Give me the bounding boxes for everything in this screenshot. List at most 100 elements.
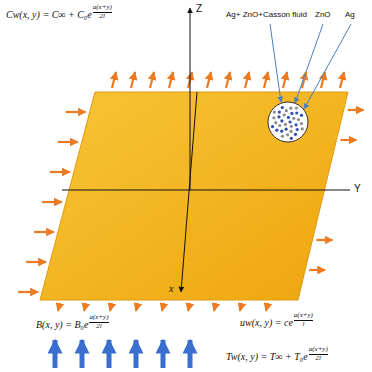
flow-arrow xyxy=(131,72,135,88)
nanoparticle xyxy=(287,116,290,119)
nanoparticle xyxy=(272,116,275,119)
flow-arrow xyxy=(18,291,38,293)
magnetic-field-arrow xyxy=(53,340,58,368)
magnetic-field-arrow xyxy=(188,340,193,368)
nanoparticle xyxy=(280,119,283,122)
exponent-numerator: a(x+y) xyxy=(309,346,328,355)
callout-label: Ag+ ZnO+Casson fluid xyxy=(226,11,307,19)
flow-arrow xyxy=(136,303,138,311)
x-axis xyxy=(181,92,197,292)
flow-arrow xyxy=(348,109,364,111)
flow-arrow xyxy=(26,261,46,263)
flow-arrow xyxy=(240,303,242,311)
flow-arrow xyxy=(110,303,112,311)
flow-arrow xyxy=(226,72,230,88)
callout-label: ZnO xyxy=(315,11,331,19)
leader-line xyxy=(295,24,323,103)
nanoparticle xyxy=(275,129,278,132)
stretching-sheet xyxy=(40,92,348,300)
magnetic-field-arrow xyxy=(134,340,139,368)
exponent-denominator: 2l xyxy=(100,13,105,20)
nanoparticle xyxy=(283,113,286,116)
nanoparticle xyxy=(280,130,283,133)
flow-arrow xyxy=(150,72,154,88)
flow-arrow xyxy=(112,72,116,88)
nanoparticle xyxy=(284,123,287,126)
nanoparticle-inset xyxy=(268,102,308,142)
flow-arrow xyxy=(84,303,86,311)
nanoparticle xyxy=(301,127,304,130)
nanoparticle xyxy=(274,121,277,124)
nanoparticle xyxy=(290,112,293,115)
nanoparticle xyxy=(288,120,291,123)
magnetic-field-arrow xyxy=(80,340,85,368)
axis-label: Y xyxy=(354,184,361,194)
exponent-denominator: l xyxy=(302,321,304,328)
axis-label: x xyxy=(169,284,173,294)
flow-arrow xyxy=(66,111,86,113)
y-axis xyxy=(62,190,350,191)
leader-line xyxy=(270,24,281,102)
leader-line xyxy=(304,24,351,109)
nanoparticle xyxy=(300,114,303,117)
exponent-denominator: 2l xyxy=(316,355,321,362)
velocity-equation: uw(x, y) = ce xyxy=(240,318,293,328)
nanoparticle xyxy=(297,118,300,121)
flow-arrow xyxy=(316,239,332,241)
nanoparticle xyxy=(300,122,303,125)
flow-arrow xyxy=(188,303,190,311)
flow-arrow xyxy=(50,171,70,173)
z-axis xyxy=(190,8,191,190)
exponent-numerator: a(x+y) xyxy=(294,312,313,321)
nanoparticle xyxy=(296,128,299,131)
magnetic-field-equation: B(x, y) = B₀e xyxy=(36,320,88,330)
nanoparticle xyxy=(271,125,274,128)
nanoparticle xyxy=(273,110,276,113)
flow-arrow xyxy=(245,72,249,88)
concentration-equation: Cw(x, y) = C∞ + C₀e xyxy=(6,10,92,20)
nanoparticle xyxy=(278,124,281,127)
magnetic-field-arrows xyxy=(55,340,190,368)
nanoparticle xyxy=(290,137,293,140)
magnetic-field-arrow xyxy=(107,340,112,368)
nanoparticle xyxy=(292,117,295,120)
flow-arrow xyxy=(264,72,268,88)
flow-arrow xyxy=(207,72,211,88)
exponent-numerator: a(x+y) xyxy=(89,314,108,323)
flow-arrow xyxy=(214,303,216,311)
temperature-equation: Tw(x, y) = T∞ + T₀e xyxy=(226,352,308,362)
nanoparticle xyxy=(295,106,298,109)
flow-arrow xyxy=(58,303,60,311)
flow-arrow xyxy=(340,139,356,141)
flow-arrow xyxy=(340,72,344,88)
flow-arrow xyxy=(266,303,268,311)
flow-arrow xyxy=(169,72,173,88)
flow-arrow xyxy=(162,303,164,311)
callout-label: Ag xyxy=(345,11,355,19)
nanoparticle xyxy=(285,128,288,131)
nanoparticle xyxy=(290,125,293,128)
flow-arrow xyxy=(34,231,54,233)
flow-arrow xyxy=(42,201,62,203)
flow-arrow xyxy=(309,269,325,271)
nanoparticle xyxy=(289,130,292,133)
flow-arrow xyxy=(283,72,287,88)
nanoparticle xyxy=(294,123,297,126)
nanoparticle xyxy=(295,111,298,114)
nanoparticle xyxy=(277,115,280,118)
nanoparticle xyxy=(281,135,284,138)
nanoparticle xyxy=(294,133,297,136)
nanoparticles xyxy=(271,106,304,140)
nanoparticle xyxy=(285,109,288,112)
exponent-denominator: 2l xyxy=(96,323,101,330)
flow-arrows xyxy=(18,72,364,311)
exponent-numerator: a(x+y) xyxy=(93,4,112,13)
nanoparticle xyxy=(278,110,281,113)
nanoparticle xyxy=(289,107,292,110)
magnetic-field-arrow xyxy=(161,340,166,368)
axis-label: Z xyxy=(196,4,202,14)
flow-arrow xyxy=(58,141,78,143)
